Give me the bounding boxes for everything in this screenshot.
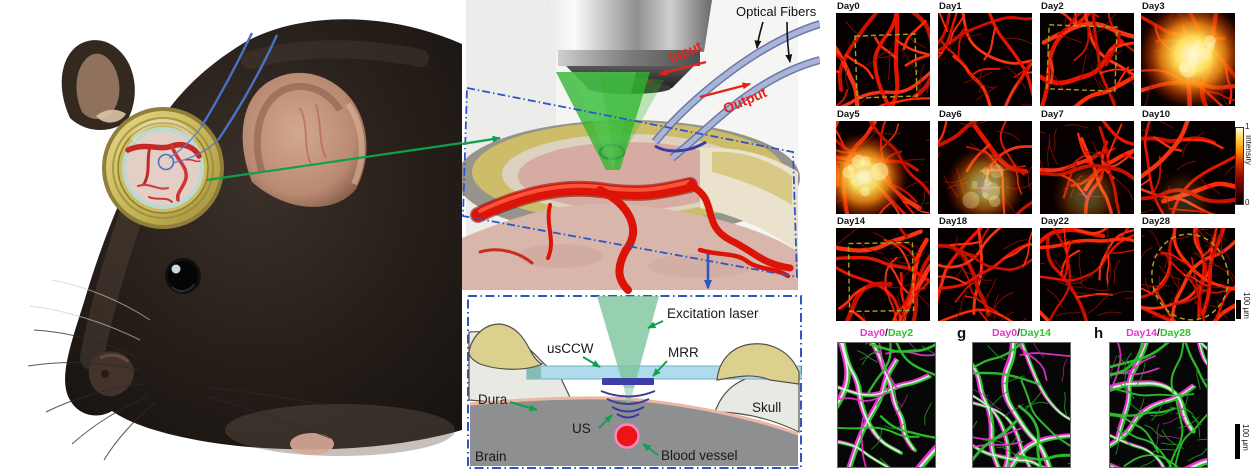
input-arrow <box>659 60 707 76</box>
dashdot-box-3d <box>462 86 798 279</box>
day-tile-day28 <box>1114 215 1251 385</box>
overlay-label: Day0/Day2 <box>859 327 914 339</box>
day-tile-label: Day14 <box>837 216 865 227</box>
us-label: US <box>572 421 591 436</box>
mrr-bar <box>602 378 654 385</box>
usccw-label: usCCW <box>547 341 594 356</box>
day-tile-label: Day22 <box>1041 216 1069 227</box>
overlay-label: Day14/Day28 <box>1126 327 1191 339</box>
skull-label: Skull <box>752 400 781 415</box>
window-pointer-line <box>206 141 462 182</box>
day-tile-day14 <box>831 206 977 337</box>
day-tile-day0 <box>793 0 938 145</box>
panel-letter-g: g <box>957 325 967 342</box>
mouse-left-ear <box>61 40 135 131</box>
mouse-paw <box>290 433 334 455</box>
scale-bar-overlay-label: 100 μm <box>1241 424 1250 451</box>
panel-letter-h: h <box>1094 325 1104 342</box>
overlay-tile-day0-day2 <box>796 312 943 472</box>
vessels-3d <box>470 177 794 294</box>
mouse-eye <box>165 258 201 294</box>
window-vessels <box>125 142 202 203</box>
blood-vessel-dot <box>614 423 640 449</box>
mrr-label: MRR <box>668 345 699 360</box>
output-arrow <box>699 82 751 99</box>
day-tile-day3 <box>1136 0 1251 113</box>
overlay-tile-day14-day28 <box>1104 273 1251 472</box>
setup-3d: Optical Fibers Input Output <box>462 0 820 294</box>
day-tile-day5 <box>795 96 950 254</box>
fiber-arrow-1 <box>754 21 764 49</box>
overlay-label: Day0/Day14 <box>992 327 1051 339</box>
day-tile-day6 <box>886 73 1036 257</box>
day-tile-day2 <box>1035 0 1182 113</box>
mouse-photo-panel <box>27 19 462 461</box>
day-tile-day7 <box>1021 114 1207 218</box>
ultrasound-arcs <box>600 390 656 419</box>
dura-membrane <box>469 396 799 436</box>
window-pointer-arrow <box>462 135 501 146</box>
day-tile-label: Day1 <box>939 1 962 12</box>
cross-section: Excitation laser usCCW MRR Dura Skull US… <box>467 295 802 469</box>
day-tile-label: Day10 <box>1142 109 1170 120</box>
optical-fibers-label: Optical Fibers <box>736 4 817 19</box>
mouse-right-ear <box>242 72 367 207</box>
colorbar-top-tick: 1 <box>1245 122 1250 131</box>
colorbar-bottom-tick: 0 <box>1245 198 1250 207</box>
blood-vessel-label: Blood vessel <box>661 448 738 463</box>
colorbar-label: Intensity <box>1244 135 1251 165</box>
colorbar-gradient <box>1235 127 1244 205</box>
day-tile-day18 <box>886 201 1036 346</box>
dura-label: Dura <box>478 392 508 407</box>
day-tile-day22 <box>1016 201 1154 396</box>
day-tile-day1 <box>893 0 1064 110</box>
schematic-panel: Optical Fibers Input Output <box>462 0 820 469</box>
overlay-tile-day0-day14 <box>952 331 1111 472</box>
excitation-laser-label: Excitation laser <box>667 306 759 321</box>
laser-beam-3d <box>556 72 664 170</box>
fiber-leads <box>168 32 279 164</box>
day-tile-label: Day3 <box>1142 1 1165 12</box>
day-tile-label: Day2 <box>1041 1 1064 12</box>
cranial-window <box>102 107 224 229</box>
brain-label: Brain <box>475 449 507 464</box>
day-tile-label: Day5 <box>837 109 860 120</box>
optical-fibers-3d <box>598 20 820 162</box>
day-tile-label: Day0 <box>837 1 860 12</box>
mouse-nose <box>88 351 134 397</box>
scale-bar-grid-label: 100 μm <box>1242 292 1251 319</box>
day-tile-label: Day6 <box>939 109 962 120</box>
day-tile-label: Day18 <box>939 216 967 227</box>
skull-mound-right <box>716 343 800 385</box>
day-tile-day10 <box>1121 97 1251 260</box>
day-tile-label: Day7 <box>1041 109 1064 120</box>
fiber-arrow-2 <box>785 21 793 63</box>
day-tile-label: Day28 <box>1142 216 1170 227</box>
skull-mound-left <box>468 323 544 370</box>
mouse-whiskers <box>27 329 343 461</box>
mrr-ring-in-window <box>157 153 175 171</box>
